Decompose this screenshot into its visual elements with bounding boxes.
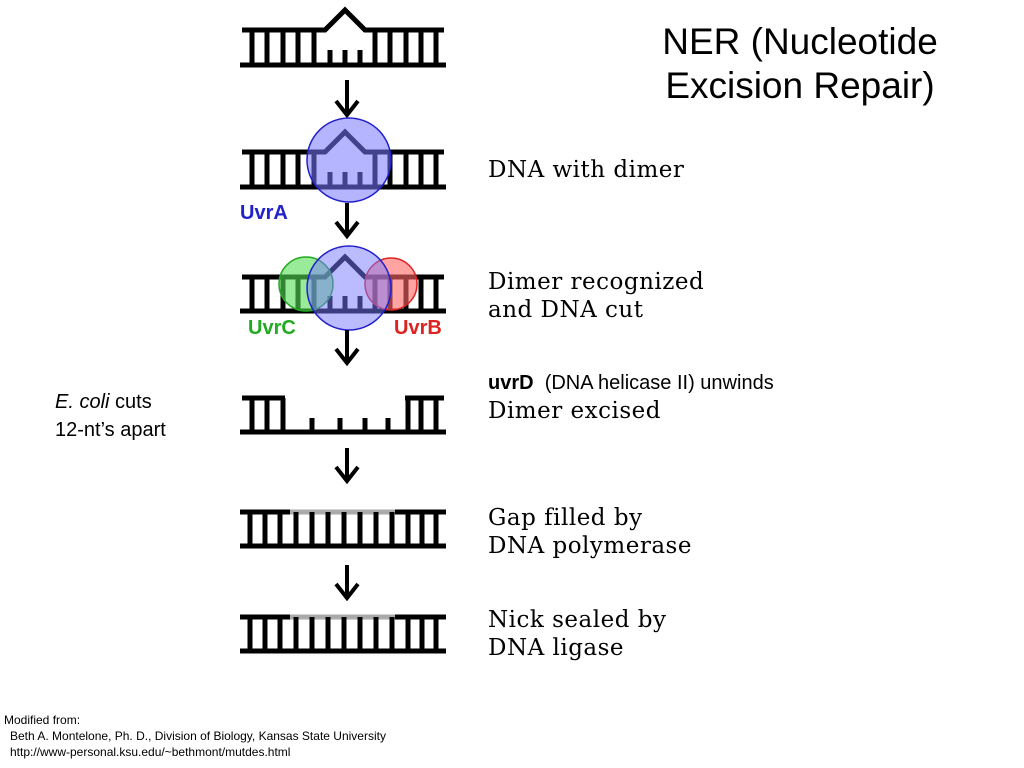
uvrc-label: UvrC: [248, 317, 296, 339]
step-label-5: Nick sealed by DNA ligase: [488, 606, 666, 662]
down-arrow: [334, 203, 360, 240]
step-label-line: Dimer excised: [488, 398, 661, 424]
step-label-1: DNA with dimer: [488, 156, 684, 184]
title-line-1: NER (Nucleotide: [662, 21, 938, 62]
ecoli-name: E. coli: [55, 391, 110, 413]
step-label-line: and DNA cut: [488, 297, 644, 323]
step-label-line: Gap filled by: [488, 505, 643, 531]
dna-row-4: [240, 395, 446, 435]
uvrd-description: (DNA helicase II) unwinds: [544, 372, 774, 394]
uvrd-note: uvrD (DNA helicase II) unwinds: [488, 369, 774, 397]
credit-line-3: http://www-personal.ksu.edu/~bethmont/mu…: [10, 745, 291, 759]
credit-line-2: Beth A. Montelone, Ph. D., Division of B…: [10, 729, 386, 743]
step-label-line: DNA polymerase: [488, 533, 692, 559]
step-label-3: Dimer excised: [488, 397, 661, 425]
credit-line-1: Modified from:: [4, 713, 81, 727]
slide-title: NER (Nucleotide Excision Repair): [600, 20, 1000, 108]
step-label-line: DNA with dimer: [488, 157, 685, 183]
title-line-2: Excision Repair): [665, 65, 935, 106]
dna-row-6: [240, 614, 446, 654]
down-arrow: [334, 80, 360, 119]
uvrd-name: uvrD: [488, 372, 534, 394]
ecoli-spacing: 12-nt’s apart: [55, 419, 166, 441]
down-arrow: [334, 330, 360, 367]
uvra-circle: [306, 117, 392, 203]
dna-row-5: [240, 509, 446, 549]
source-credit: Modified from: Beth A. Montelone, Ph. D.…: [4, 712, 386, 760]
down-arrow: [334, 448, 360, 485]
uvra-label: UvrA: [240, 202, 288, 224]
step-label-2: Dimer recognized and DNA cut: [488, 268, 704, 324]
ecoli-cuts: cuts: [115, 391, 152, 413]
step-label-line: Dimer recognized: [488, 269, 705, 295]
step-label-line: DNA ligase: [488, 635, 625, 661]
ecoli-note: E. coli cuts 12-nt’s apart: [55, 388, 166, 444]
dna-row-1: [240, 6, 446, 68]
uvra-circle: [306, 245, 392, 331]
uvrb-label: UvrB: [394, 317, 442, 339]
down-arrow: [334, 565, 360, 602]
step-label-4: Gap filled by DNA polymerase: [488, 504, 692, 560]
step-label-line: Nick sealed by: [488, 607, 667, 633]
